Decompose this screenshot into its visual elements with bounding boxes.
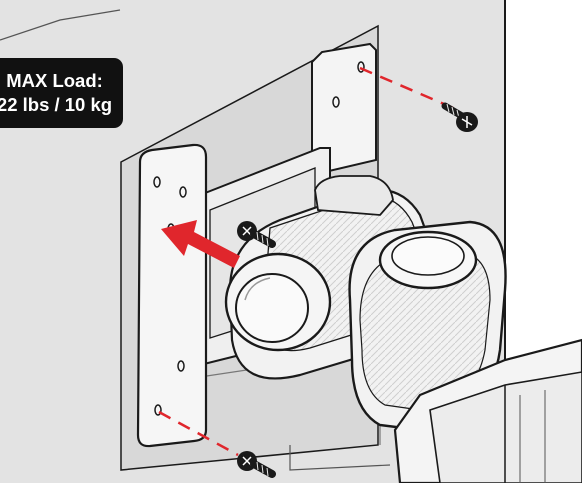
- upper-screw-hole: [357, 61, 365, 73]
- plate-hole-lower-middle: [177, 360, 185, 372]
- front-knob-highlight: [244, 277, 271, 301]
- wall-plate-lower-lines: [289, 445, 391, 471]
- front-mounting-plate: [136, 143, 208, 448]
- extension-arm-panel: [429, 371, 582, 483]
- joint-top-cap-inner: [391, 236, 465, 276]
- wall-curve-left: [0, 9, 121, 41]
- insertion-arrow: [161, 220, 240, 268]
- screw-middle: [237, 221, 276, 248]
- plate-hole-top-left: [153, 176, 161, 188]
- upper-mid-hole: [332, 96, 340, 108]
- max-load-badge: MAX Load: 22 lbs / 10 kg: [0, 58, 123, 128]
- dashed-guide-top: [359, 66, 459, 112]
- dashed-guide-bottom: [158, 410, 239, 457]
- max-load-value: 22 lbs / 10 kg: [0, 94, 113, 115]
- front-knob-face: [235, 273, 309, 343]
- plate-hole-top-right: [179, 186, 187, 198]
- screw-bottom: [237, 451, 276, 478]
- screw-top-right: [441, 102, 478, 132]
- plate-hole-bottom: [154, 404, 162, 416]
- rear-pivot-top: [314, 175, 394, 216]
- max-load-title: MAX Load:: [6, 70, 103, 91]
